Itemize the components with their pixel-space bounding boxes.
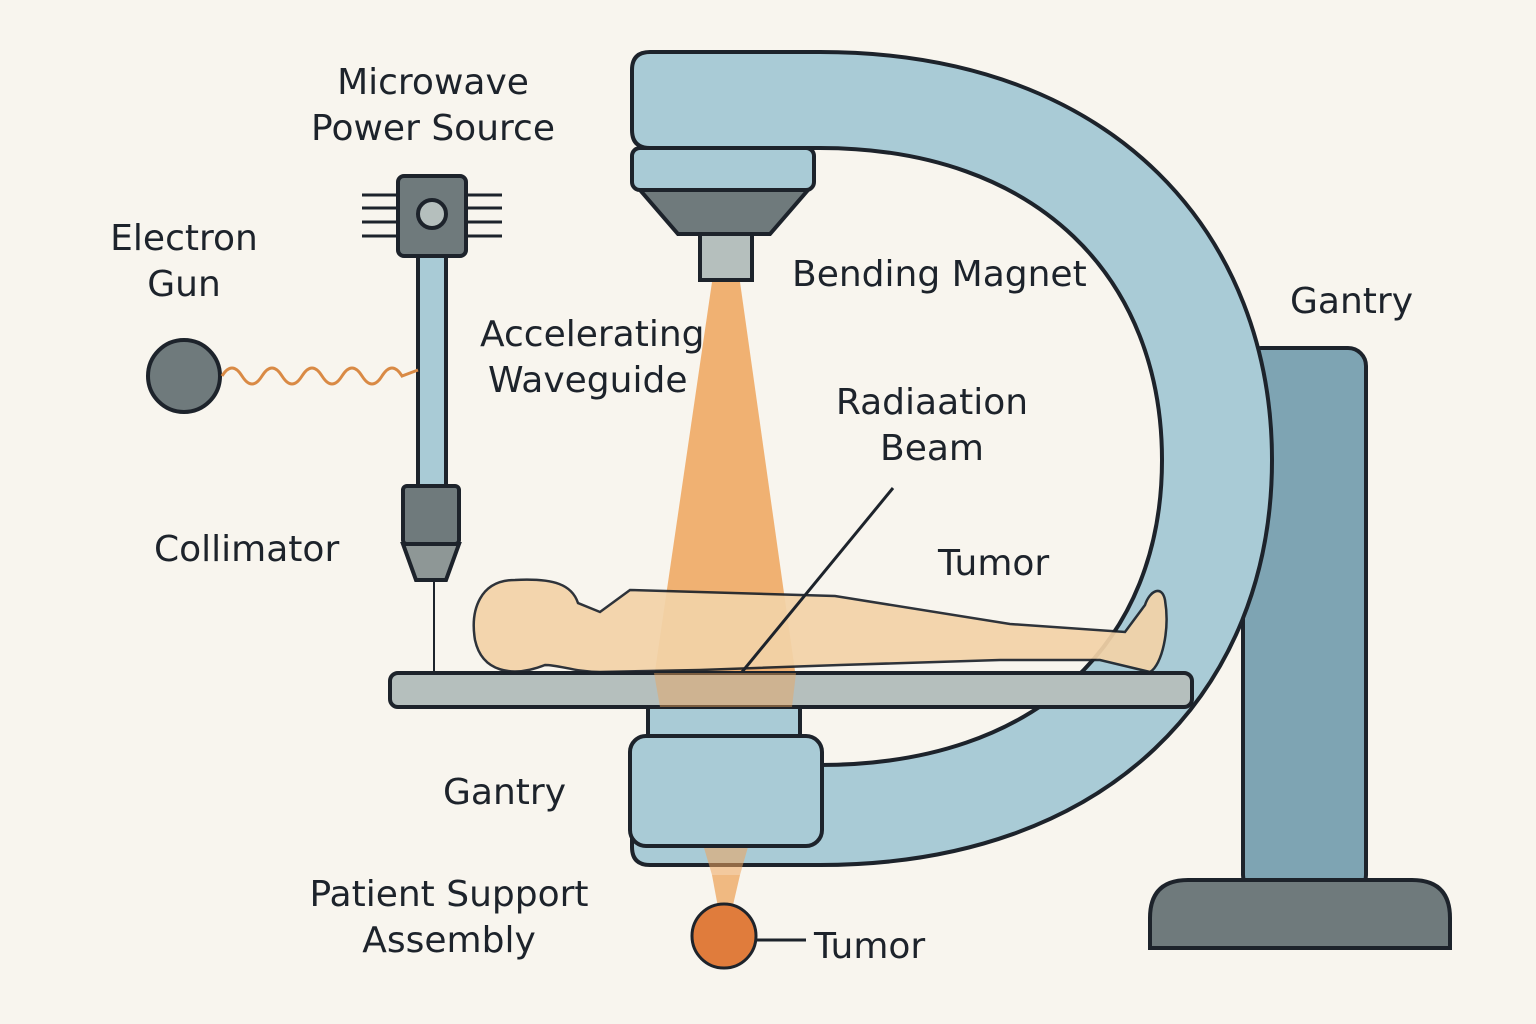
label-tumor-lower: Tumor (814, 926, 926, 967)
label-patient-support-assembly: Patient Support Assembly (309, 874, 589, 961)
label-bending-magnet: Bending Magnet (792, 254, 1087, 295)
label-gantry-right: Gantry (1290, 281, 1413, 322)
electron-wave (220, 366, 419, 386)
label-collimator: Collimator (154, 529, 340, 570)
tumor-target-icon (690, 902, 758, 970)
electron-gun-icon (146, 338, 222, 414)
patient-body (472, 578, 1168, 674)
radiation-beam-leader (740, 487, 895, 673)
label-radiation-beam: Radiaation Beam (835, 382, 1029, 469)
treatment-head (630, 146, 816, 282)
microwave-power-source (362, 174, 502, 258)
label-accelerating-waveguide: Accelerating Waveguide (480, 314, 705, 401)
label-gantry-lower: Gantry (443, 772, 566, 813)
accelerating-waveguide (400, 254, 462, 673)
label-electron-gun: Electron Gun (110, 218, 258, 305)
label-microwave-power-source: Microwave Power Source (311, 62, 555, 149)
patient-couch (388, 671, 1194, 709)
gantry-base (1148, 878, 1452, 950)
lower-gantry-head (628, 704, 824, 848)
label-tumor-upper: Tumor (938, 543, 1050, 584)
gantry-stand (1148, 346, 1452, 950)
